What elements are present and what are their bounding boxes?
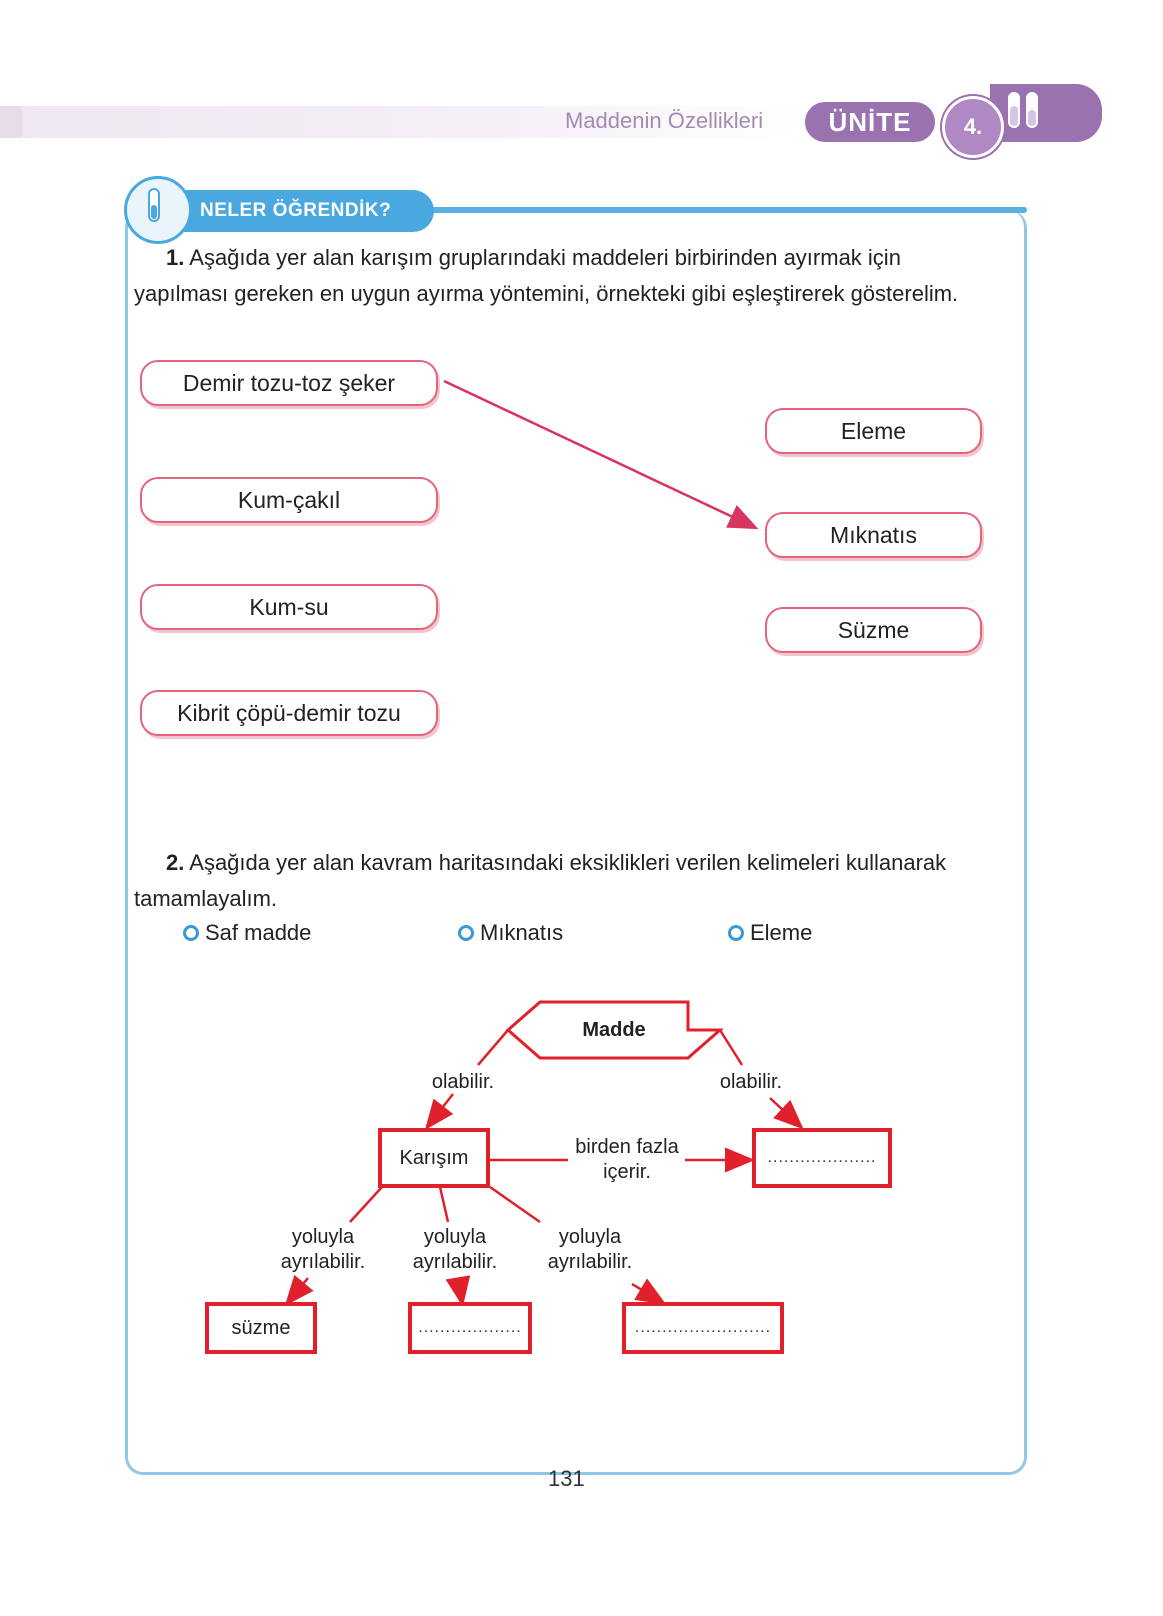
karisim-node: Karışım <box>378 1128 490 1188</box>
concept-map-lines <box>284 1000 804 1307</box>
mixture-pill[interactable]: Demir tozu-toz şeker <box>140 360 438 406</box>
test-tubes-icon <box>1008 92 1038 128</box>
link-label: olabilir. <box>431 1071 495 1093</box>
q1-text: 1. Aşağıda yer alan karışım gruplarındak… <box>134 240 996 312</box>
radio-circle-icon <box>183 925 199 941</box>
madde-node-shape <box>505 1000 724 1060</box>
radio-circle-icon <box>458 925 474 941</box>
mixture-pill[interactable]: Kum-su <box>140 584 438 630</box>
content-frame <box>125 210 1027 1475</box>
mixture-pill[interactable]: Kibrit çöpü-demir tozu <box>140 690 438 736</box>
link-label: yoluyla ayrılabilir. <box>280 1226 366 1273</box>
test-tube-badge-icon <box>124 176 192 244</box>
header-band <box>0 106 800 138</box>
option-label: Saf madde <box>205 920 312 945</box>
blank-leaf-node[interactable]: ......................... <box>622 1302 784 1354</box>
leaf-node-suzme: süzme <box>205 1302 317 1354</box>
example-match-arrow <box>443 379 759 530</box>
method-pill[interactable]: Eleme <box>765 408 982 454</box>
frame-top-line <box>415 207 1027 213</box>
blank-dots: ......................... <box>634 1319 772 1336</box>
madde-node: Madde <box>582 1018 646 1041</box>
q2-body: Aşağıda yer alan kavram haritasındaki ek… <box>134 850 947 911</box>
method-pill[interactable]: Süzme <box>765 607 982 653</box>
option-label: Eleme <box>750 920 813 945</box>
q2-text: 2. Aşağıda yer alan kavram haritasındaki… <box>134 845 996 917</box>
option-label: Mıknatıs <box>480 920 564 945</box>
blank-dots: .................... <box>767 1149 877 1166</box>
unit-tab <box>990 84 1102 142</box>
q1-number: 1. <box>166 245 185 270</box>
option-saf-madde[interactable]: Saf madde <box>183 920 311 946</box>
link-label: yoluyla ayrılabilir. <box>547 1226 633 1273</box>
method-pill[interactable]: Mıknatıs <box>765 512 982 558</box>
blank-leaf-node[interactable]: ................... <box>408 1302 532 1354</box>
page-number: 131 <box>548 1466 585 1491</box>
mixture-pill[interactable]: Kum-çakıl <box>140 477 438 523</box>
blank-dots: ................... <box>418 1319 522 1336</box>
unite-label: ÜNİTE <box>805 102 935 142</box>
section-tab: NELER ÖĞRENDİK? <box>184 190 434 232</box>
link-label: yoluyla ayrılabilir. <box>412 1226 498 1273</box>
radio-circle-icon <box>728 925 744 941</box>
link-label: olabilir. <box>719 1071 783 1093</box>
blank-node-saf-madde[interactable]: .................... <box>752 1128 892 1188</box>
option-eleme[interactable]: Eleme <box>728 920 812 946</box>
option-miknatis[interactable]: Mıknatıs <box>458 920 563 946</box>
unit-number: 4. <box>942 96 1004 158</box>
chapter-title: Maddenin Özellikleri <box>565 108 764 133</box>
q2-number: 2. <box>166 850 185 875</box>
link-label: birden fazla içerir. <box>575 1136 679 1183</box>
q1-body: Aşağıda yer alan karışım gruplarındaki m… <box>134 245 959 306</box>
